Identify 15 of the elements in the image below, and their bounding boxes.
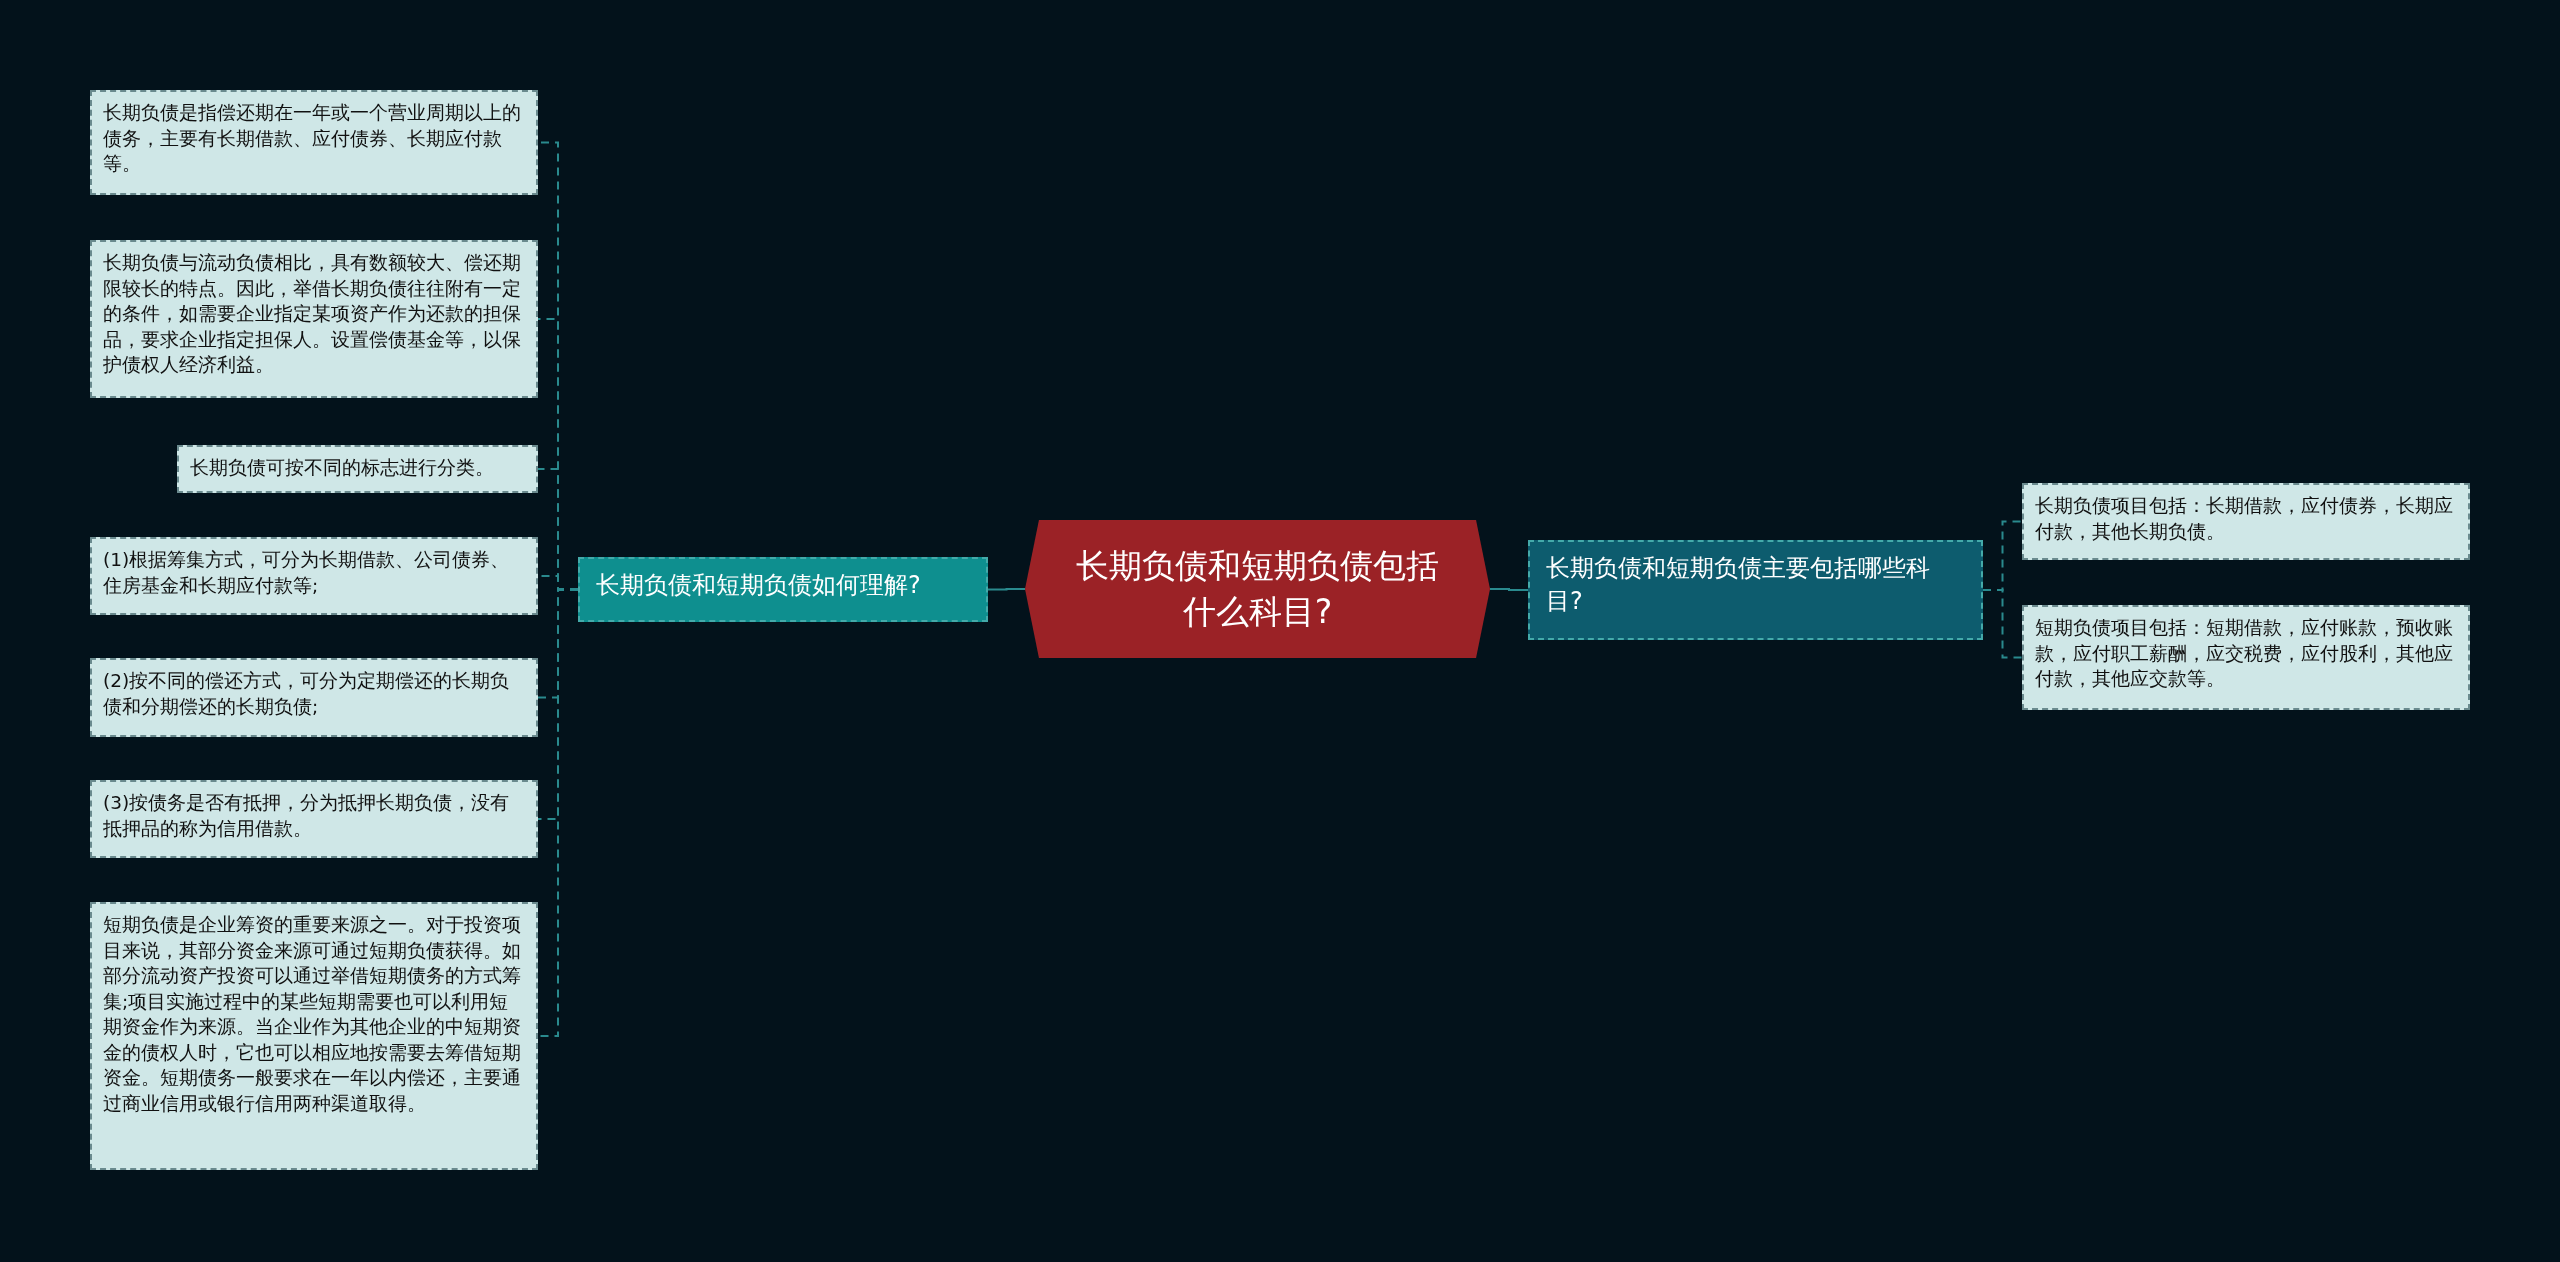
note-card: 短期负债项目包括：短期借款，应付账款，预收账款，应付职工薪酬，应交税费，应付股利，其他应付款，其他应交款等。 [2022,605,2470,710]
central-topic: 长期负债和短期负债包括什么科目? [1025,520,1490,658]
note-card: 长期负债可按不同的标志进行分类。 [177,445,538,493]
note-card: (3)按债务是否有抵押，分为抵押长期负债，没有抵押品的称为信用借款。 [90,780,538,858]
note-card: 长期负债项目包括：长期借款，应付债券，长期应付款，其他长期负债。 [2022,483,2470,560]
note-card: 短期负债是企业筹资的重要来源之一。对于投资项目来说，其部分资金来源可通过短期负债获得。如部分流动资产投资可以通过举借短期债务的方式筹集;项目实施过程中的某些短期需要也可以利用短期资金作为来源。当企业作为其他企业的中短期资金的债权人时，它也可以相应地按需要去筹借短期资金。短期债务一般要求在一年以内偿还，主要通过商业信用或银行信用两种渠道取得。 [90,902,538,1170]
branch-topic: 长期负债和短期负债主要包括哪些科目? [1528,540,1983,640]
note-card: (2)按不同的偿还方式，可分为定期偿还的长期负债和分期偿还的长期负债; [90,658,538,737]
connector-line [1982,589,2023,659]
connector-line [1489,588,1529,591]
note-card: (1)根据筹集方式，可分为长期借款、公司债券、住房基金和长期应付款等; [90,537,538,615]
note-card: 长期负债与流动负债相比，具有数额较大、偿还期限较长的特点。因此，举借长期负债往往附有一定的条件，如需要企业指定某项资产作为还款的担保品，要求企业指定担保人。设置偿债基金等，以保护债权人经济利益。 [90,240,538,398]
branch-topic: 长期负债和短期负债如何理解? [578,557,988,622]
connector-line [987,588,1026,591]
note-card: 长期负债是指偿还期在一年或一个营业周期以上的债务，主要有长期借款、应付债券、长期应付款等。 [90,90,538,195]
